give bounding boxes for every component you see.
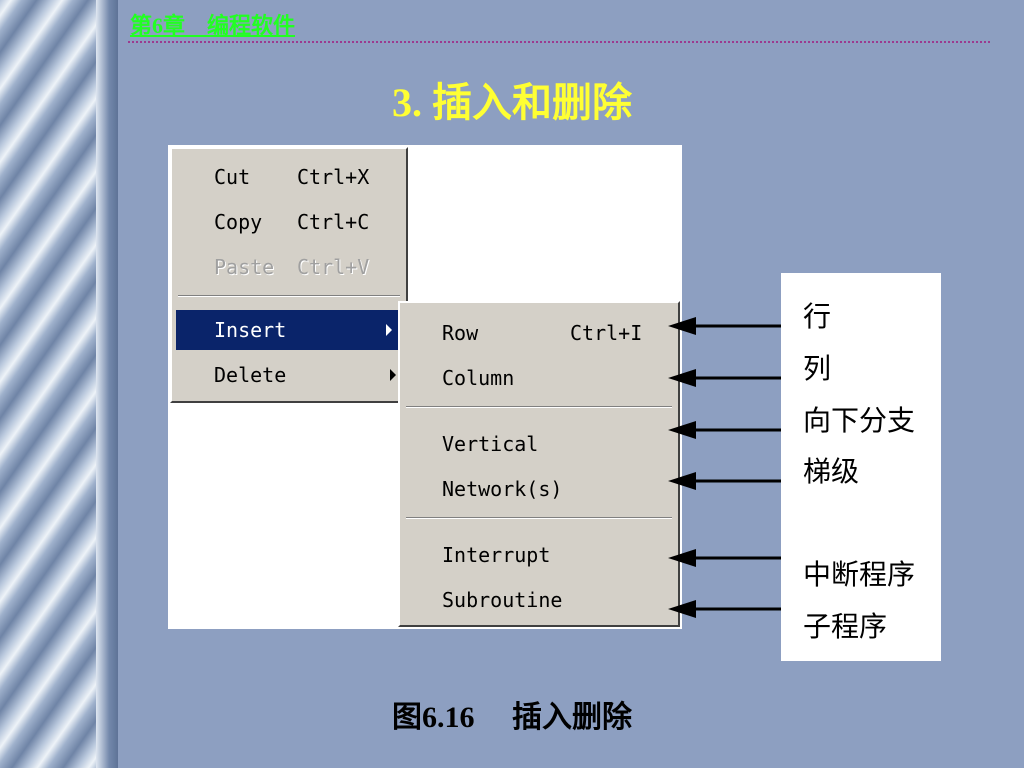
- arrowhead-icon: [668, 369, 696, 387]
- legend-box: 行 列 向下分支 梯级 中断程序 子程序: [781, 273, 941, 661]
- arrowhead-icon: [668, 472, 696, 490]
- legend-item-vertical: 向下分支: [803, 406, 916, 437]
- menu-item-label: Interrupt: [442, 543, 551, 567]
- menu-item-label: Subroutine: [442, 588, 563, 612]
- decorative-stripe-edge: [96, 0, 118, 768]
- menu-item-label: Paste: [214, 255, 275, 279]
- menu-item-label: Column: [442, 366, 515, 390]
- submenu-item-vertical[interactable]: Vertical: [400, 424, 678, 464]
- legend-item-row: 行: [803, 302, 832, 333]
- menu-item-paste: Paste Ctrl+V: [172, 247, 406, 287]
- menu-item-label: Insert: [214, 318, 287, 342]
- arrowhead-icon: [668, 317, 696, 335]
- menu-item-accel: Ctrl+C: [297, 210, 370, 234]
- chapter-link[interactable]: 第6章 编程软件: [130, 13, 296, 38]
- menu-item-accel: Ctrl+V: [297, 255, 370, 279]
- figure-caption: 图6.16 插入删除: [392, 701, 632, 734]
- menu-item-label: Network(s): [442, 477, 563, 501]
- context-menu: Cut Ctrl+X Copy Ctrl+C Paste Ctrl+V Inse…: [170, 147, 408, 403]
- menu-item-label: Copy: [214, 210, 263, 234]
- menu-item-accel: Ctrl+X: [297, 165, 370, 189]
- submenu-item-subroutine[interactable]: Subroutine: [400, 580, 678, 620]
- submenu-arrow-icon: [386, 324, 392, 336]
- menu-separator: [178, 295, 400, 297]
- submenu-item-interrupt[interactable]: Interrupt: [400, 535, 678, 575]
- insert-submenu: Row Ctrl+I Column Vertical Network(s) In…: [398, 301, 680, 627]
- menu-item-insert[interactable]: Insert: [176, 310, 402, 350]
- legend-item-column: 列: [803, 354, 832, 385]
- menu-item-accel: Ctrl+I: [570, 321, 643, 345]
- header-divider: [128, 41, 990, 43]
- arrowhead-icon: [668, 600, 696, 618]
- menu-item-label: Vertical: [442, 432, 539, 456]
- menu-separator: [406, 406, 672, 408]
- legend-item-network: 梯级: [803, 457, 860, 488]
- slide-title: 3. 插入和删除: [392, 80, 632, 125]
- arrowhead-icon: [668, 549, 696, 567]
- menu-item-label: Row: [442, 321, 479, 345]
- menu-item-label: Cut: [214, 165, 251, 189]
- menu-item-copy[interactable]: Copy Ctrl+C: [172, 202, 406, 242]
- menu-item-label: Delete: [214, 363, 287, 387]
- menu-item-cut[interactable]: Cut Ctrl+X: [172, 157, 406, 197]
- submenu-item-column[interactable]: Column: [400, 358, 678, 398]
- menu-separator: [406, 517, 672, 519]
- submenu-arrow-icon: [390, 369, 396, 381]
- legend-item-subroutine: 子程序: [803, 612, 888, 643]
- arrowhead-icon: [668, 421, 696, 439]
- menu-item-delete[interactable]: Delete: [172, 355, 406, 395]
- submenu-item-row[interactable]: Row Ctrl+I: [400, 313, 678, 353]
- submenu-item-networks[interactable]: Network(s): [400, 469, 678, 509]
- legend-item-interrupt: 中断程序: [803, 560, 916, 591]
